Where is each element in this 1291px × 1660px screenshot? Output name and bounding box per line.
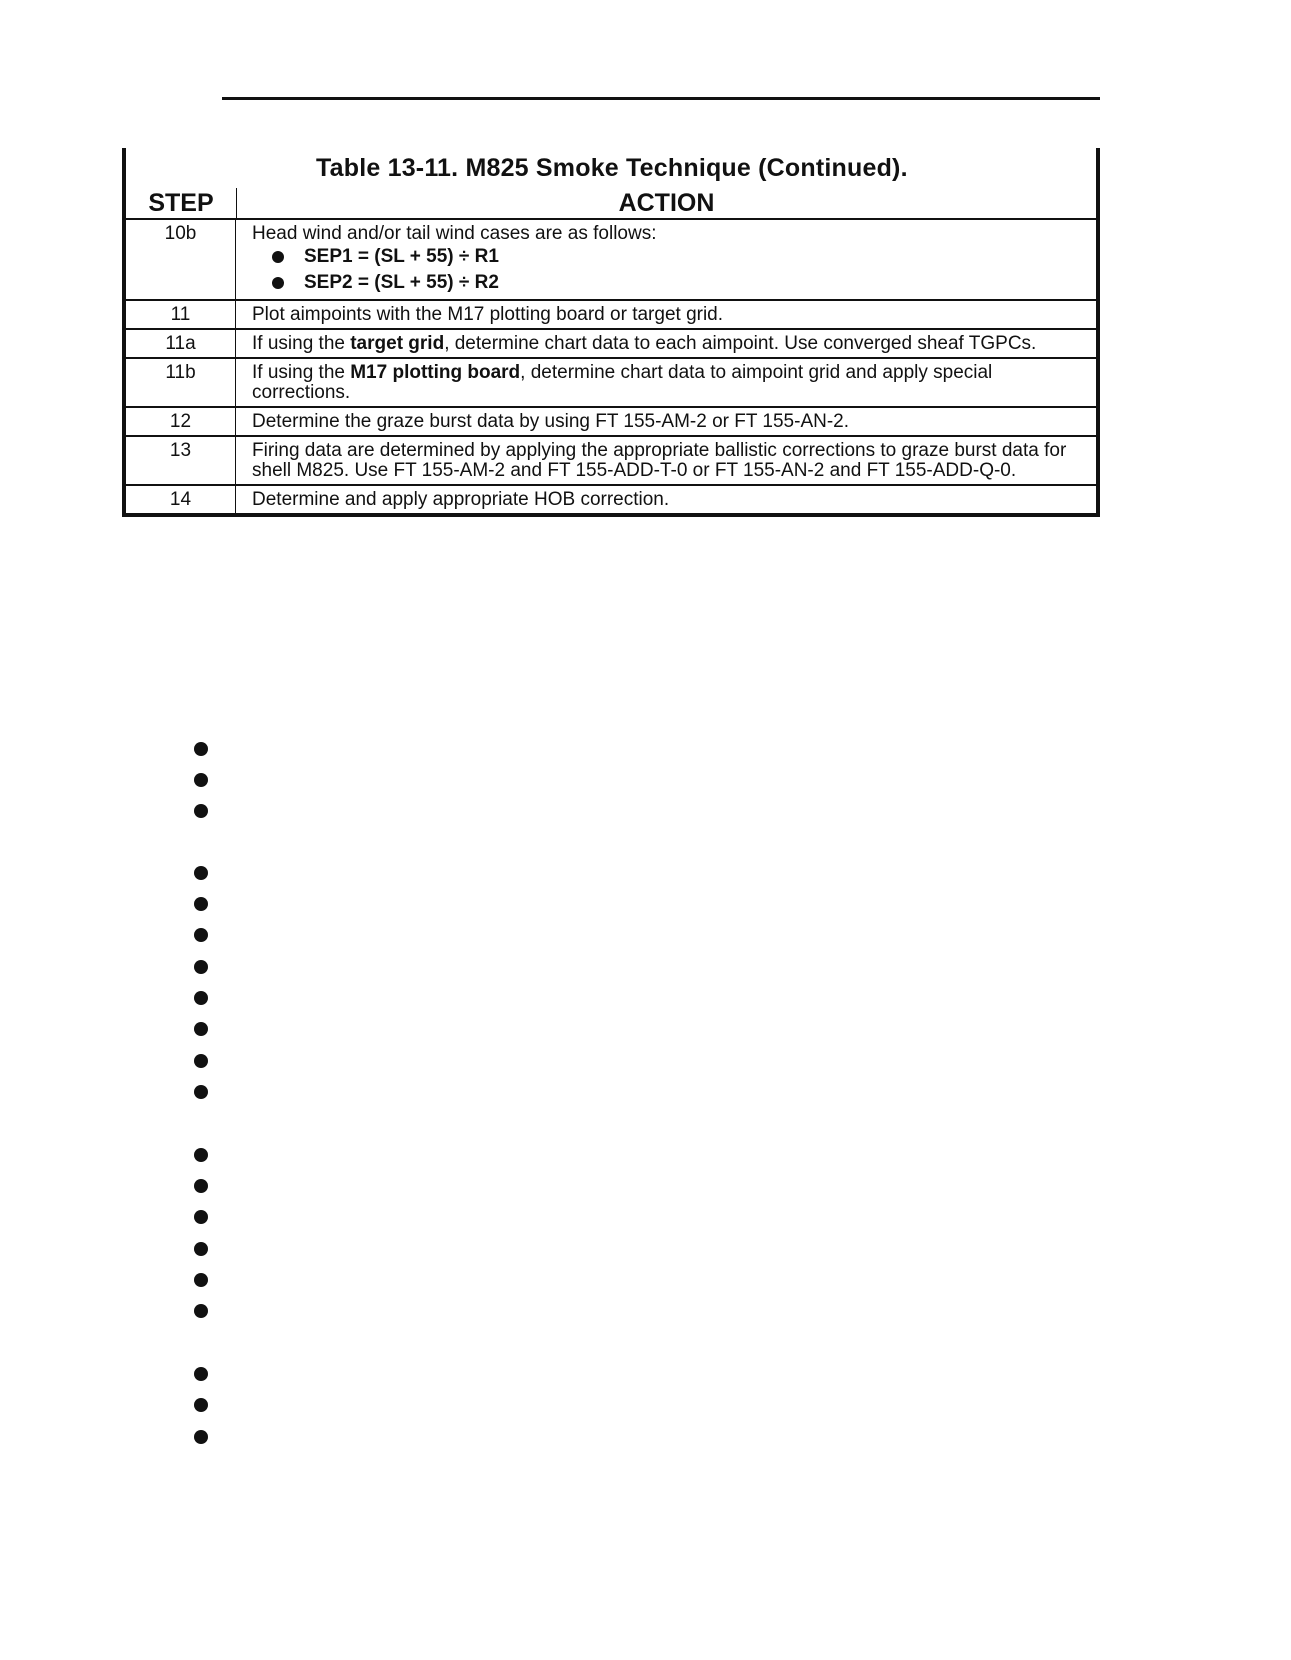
table-row: 11 Plot aimpoints with the M17 plotting …: [126, 301, 1096, 330]
bullet-icon: [194, 1179, 208, 1193]
action-text: Determine the graze burst data by using …: [252, 411, 850, 432]
bullet-icon: [194, 1367, 208, 1381]
formula-text: SEP1 = (SL + 55) ÷ R1: [304, 246, 499, 267]
table-row: 10b Head wind and/or tail wind cases are…: [126, 220, 1096, 301]
action-text: If using the target grid, determine char…: [236, 330, 1096, 357]
action-post: , determine chart data to aimpoint grid …: [252, 362, 993, 403]
bullet-icon: [194, 1398, 208, 1412]
bullet-icon: [194, 1273, 208, 1287]
table-row: 14 Determine and apply appropriate HOB c…: [126, 486, 1096, 513]
table-row: 12 Determine the graze burst data by usi…: [126, 408, 1096, 437]
table-title-row: Table 13-11. M825 Smoke Technique (Conti…: [126, 148, 1096, 188]
bullet-icon: [194, 960, 208, 974]
action-text: Firing data are determined by applying t…: [252, 440, 1067, 481]
smoke-technique-table: Table 13-11. M825 Smoke Technique (Conti…: [122, 148, 1100, 517]
action-post: , determine chart data to each aimpoint.…: [444, 333, 1037, 354]
step-number: 10b: [126, 220, 236, 299]
table-title: Table 13-11. M825 Smoke Technique (Conti…: [316, 154, 908, 182]
bullet-icon: [194, 742, 208, 756]
table-row: 11b If using the M17 plotting board, det…: [126, 359, 1096, 408]
bullet-icon: [194, 928, 208, 942]
action-text: Determine and apply appropriate HOB corr…: [252, 489, 670, 510]
formula-text: SEP2 = (SL + 55) ÷ R2: [304, 272, 499, 293]
bullet-icon: [272, 251, 284, 263]
bullet-icon: [194, 1085, 208, 1099]
header-action: ACTION: [618, 189, 715, 217]
bullet-icon: [194, 1304, 208, 1318]
step-number: 12: [126, 408, 236, 435]
bullet-icon: [194, 1430, 208, 1444]
step-number: 11b: [126, 359, 236, 406]
action-text: Plot aimpoints with the M17 plotting boa…: [252, 304, 724, 325]
step-number: 14: [126, 486, 236, 513]
bullet-icon: [194, 897, 208, 911]
action-bold: M17 plotting board: [350, 362, 521, 383]
action-text: If using the M17 plotting board, determi…: [236, 359, 1096, 406]
bullet-icon: [194, 804, 208, 818]
step-number: 11a: [126, 330, 236, 357]
bullet-icon: [194, 991, 208, 1005]
step-number: 13: [126, 437, 236, 484]
top-rule: [222, 97, 1100, 100]
bullet-icon: [194, 1054, 208, 1068]
bullet-icon: [194, 1148, 208, 1162]
formula-item: SEP1 = (SL + 55) ÷ R1: [252, 244, 1088, 270]
action-pre: If using the: [252, 362, 351, 383]
bullet-icon: [272, 277, 284, 289]
bullet-icon: [194, 1242, 208, 1256]
action-text: Head wind and/or tail wind cases are as …: [236, 220, 1096, 299]
table-row: 11a If using the target grid, determine …: [126, 330, 1096, 359]
bullet-icon: [194, 1022, 208, 1036]
action-bold: target grid: [350, 333, 445, 354]
header-step: STEP: [126, 188, 237, 218]
bullet-icon: [194, 866, 208, 880]
bullet-icon: [194, 1210, 208, 1224]
step-number: 11: [126, 301, 236, 328]
table-row: 13 Firing data are determined by applyin…: [126, 437, 1096, 486]
bullet-icon: [194, 773, 208, 787]
action-pre: If using the: [252, 333, 351, 354]
formula-item: SEP2 = (SL + 55) ÷ R2: [252, 270, 1088, 296]
table-header-row: STEP ACTION: [126, 188, 1096, 220]
action-intro: Head wind and/or tail wind cases are as …: [252, 223, 657, 244]
